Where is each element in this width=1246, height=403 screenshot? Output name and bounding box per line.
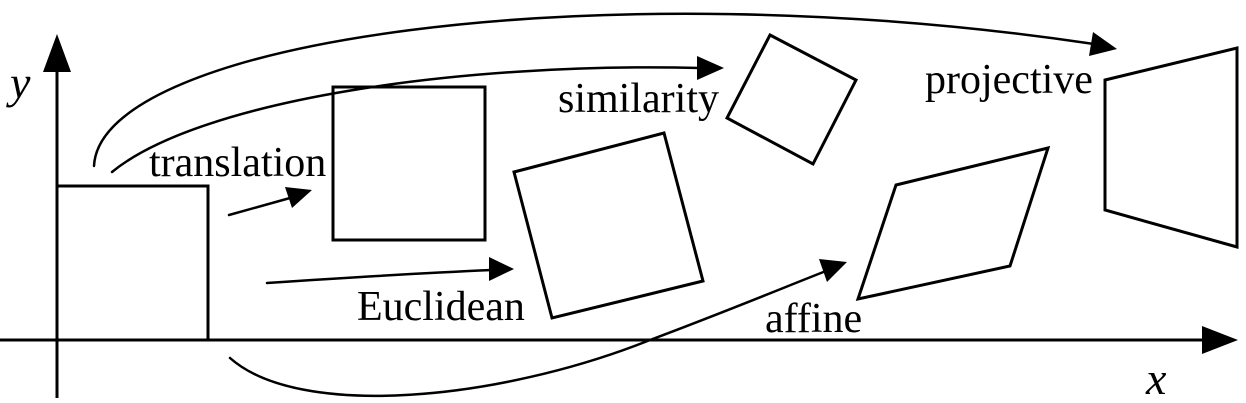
euclidean-arrowhead <box>489 257 514 281</box>
affine-parallelogram <box>855 145 1051 302</box>
projective-quadrilateral <box>1103 46 1239 249</box>
affine-arrow <box>228 269 828 398</box>
projective-group: projective <box>92 12 1239 249</box>
similarity-arrowhead <box>697 56 724 80</box>
translation-group: translation <box>149 85 487 242</box>
similarity-square <box>724 32 859 167</box>
euclidean-label: Euclidean <box>357 284 525 330</box>
euclidean-arrow <box>265 268 494 285</box>
affine-label: affine <box>765 296 862 342</box>
translated-square <box>331 85 487 242</box>
similarity-group: similarity <box>110 32 859 174</box>
y-axis-arrowhead <box>43 34 71 72</box>
translation-arrowhead <box>285 187 312 208</box>
similarity-label: similarity <box>558 76 719 122</box>
euclidean-group: Euclidean <box>265 131 705 330</box>
y-axis-label: y <box>6 57 31 108</box>
affine-arrowhead <box>819 259 847 282</box>
x-axis-arrowhead <box>1202 326 1238 354</box>
euclidean-square <box>512 131 705 320</box>
translation-arrow <box>227 196 292 217</box>
projective-arrow <box>92 12 1096 168</box>
projective-arrowhead <box>1089 32 1117 56</box>
affine-group: affine <box>228 145 1051 398</box>
translation-label: translation <box>149 140 326 186</box>
original-square <box>55 184 210 342</box>
similarity-arrow <box>110 66 702 174</box>
x-axis-label: x <box>1145 353 1167 403</box>
projective-label: projective <box>925 57 1093 103</box>
